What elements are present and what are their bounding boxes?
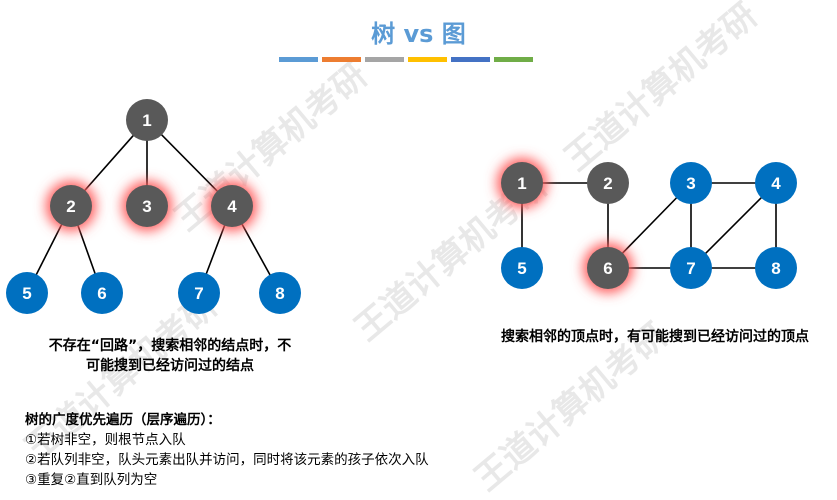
tree-node-6: 6 <box>81 272 123 314</box>
node-circle <box>6 272 48 314</box>
tree-node-1: 1 <box>126 99 168 141</box>
tree-node-5: 5 <box>6 272 48 314</box>
node-label: 2 <box>66 197 75 216</box>
underline-segment <box>494 57 533 62</box>
node-label: 8 <box>771 259 780 278</box>
bfs-step-1: ①若树非空，则根节点入队 <box>25 432 186 448</box>
bfs-step-2: ②若队列非空，队头元素出队并访问，同时将该元素的孩子依次入队 <box>25 452 429 468</box>
node-label: 3 <box>142 197 151 216</box>
tree-node-8: 8 <box>259 272 301 314</box>
tree-caption: 不存在“回路”，搜索相邻的结点时，不 可能搜到已经访问过的结点 <box>25 336 315 376</box>
node-label: 7 <box>194 284 203 303</box>
node-circle <box>211 185 253 227</box>
node-circle <box>670 247 712 289</box>
graph-caption: 搜索相邻的顶点时，有可能搜到已经访问过的顶点 <box>501 329 809 345</box>
node-circle <box>670 162 712 204</box>
node-circle <box>755 162 797 204</box>
node-label: 3 <box>686 174 695 193</box>
node-label: 6 <box>603 259 612 278</box>
node-label: 5 <box>22 284 31 303</box>
node-circle <box>755 247 797 289</box>
node-circle <box>501 247 543 289</box>
graph-node-8: 8 <box>755 247 797 289</box>
underline-segment <box>365 57 404 62</box>
bfs-title: 树的广度优先遍历（层序遍历）： <box>25 412 221 428</box>
bfs-description: 树的广度优先遍历（层序遍历）： ①若树非空，则根节点入队 ②若队列非空，队头元素… <box>25 410 429 490</box>
node-label: 5 <box>517 259 526 278</box>
tree-node-3: 3 <box>122 181 172 231</box>
tree-caption-line1: 不存在“回路”，搜索相邻的结点时，不 <box>48 338 292 354</box>
underline-segment <box>322 57 361 62</box>
title-underline <box>279 57 533 62</box>
underline-segment <box>408 57 447 62</box>
node-circle <box>50 185 92 227</box>
graph-node-5: 5 <box>501 247 543 289</box>
graph-node-7: 7 <box>670 247 712 289</box>
node-circle <box>81 272 123 314</box>
node-circle <box>178 272 220 314</box>
node-label: 2 <box>603 174 612 193</box>
node-label: 8 <box>275 284 284 303</box>
graph-node-6: 6 <box>583 243 633 293</box>
underline-segment <box>279 57 318 62</box>
tree-and-graph-diagram: 1 2 3 4 5 6 7 8 1 2 3 4 5 6 7 8 <box>6 99 797 314</box>
nodes-layer: 1 2 3 4 5 6 7 8 1 2 3 4 5 6 7 8 <box>6 99 797 314</box>
underline-segment <box>451 57 490 62</box>
graph-node-1: 1 <box>497 158 547 208</box>
graph-node-2: 2 <box>587 162 629 204</box>
node-circle <box>126 185 168 227</box>
page-title: 树 vs 图 <box>371 20 466 48</box>
tree-caption-line2: 可能搜到已经访问过的结点 <box>86 358 254 374</box>
node-circle <box>587 162 629 204</box>
tree-node-2: 2 <box>46 181 96 231</box>
node-label: 4 <box>227 197 237 216</box>
node-label: 7 <box>686 259 695 278</box>
node-circle <box>126 99 168 141</box>
node-circle <box>587 247 629 289</box>
graph-node-3: 3 <box>670 162 712 204</box>
node-circle <box>259 272 301 314</box>
node-label: 4 <box>771 174 781 193</box>
tree-node-7: 7 <box>178 272 220 314</box>
node-label: 6 <box>97 284 106 303</box>
node-label: 1 <box>517 174 526 193</box>
node-label: 1 <box>142 111 151 130</box>
tree-node-4: 4 <box>207 181 257 231</box>
node-circle <box>501 162 543 204</box>
bfs-step-3: ③重复②直到队列为空 <box>25 472 158 488</box>
graph-node-4: 4 <box>755 162 797 204</box>
